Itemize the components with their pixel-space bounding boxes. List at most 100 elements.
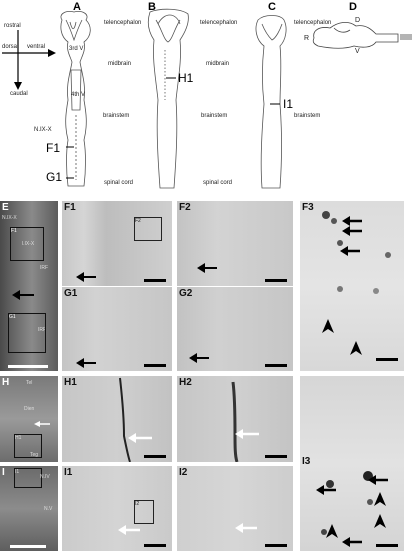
photo-panel-e: E N.IX-X l.IX-X IRF IRF F1 G1 [0,201,58,371]
compass-dorsal: dorsal [2,44,19,50]
brain-outline-a [60,11,91,187]
panel-label-h2: H2 [179,377,192,388]
h1-midline-arrow [119,377,152,462]
h-label-2: Dien [24,406,35,412]
photo-panel-h1: H1 [62,376,172,462]
panel-label-i1: I1 [64,467,73,478]
g1-scale-bar [144,364,166,367]
photo-panel-h2: H2 [177,376,293,462]
i-label-2: N.V [44,506,53,512]
b-marker-h1: H1 [178,71,194,85]
i-label-1: N.IV [40,474,50,480]
e-inset-g1 [8,313,46,353]
b-brainstem: brainstem [201,113,228,119]
e-label-1: l.IX-X [22,241,35,247]
photo-panel-g1: G1 [62,287,172,371]
i2-scale-bar [265,544,287,547]
compass-rostral: rostral [4,23,21,29]
panel-label-f1: F1 [64,202,76,213]
h2-scale-bar [265,455,287,458]
panel-label-d: D [349,1,357,13]
panel-label-g2: G2 [179,288,193,299]
c-brainstem: brainstem [294,113,321,119]
panel-label-f2: F2 [179,202,191,213]
d-dorsal: D [355,17,361,24]
i2-arrow [235,523,257,533]
f3-scale-bar [376,358,398,361]
e-label-2: IRF [40,265,49,271]
a-third-ventricle: 3rd V [69,46,84,52]
a-spinal-cord: spinal cord [104,180,134,186]
a-telencephalon: telencephalon [104,20,142,26]
i3-arrows [316,471,388,547]
c-marker-i1: I1 [283,97,294,111]
b-telencephalon: telencephalon [200,20,238,26]
h-label-3: Teg [30,452,39,458]
panel-label-i: I [2,467,5,478]
panel-label-e: E [2,202,9,213]
e-scale-bar [8,365,48,368]
i-inset-label: I1 [15,469,20,475]
compass-caudal: caudal [10,91,28,97]
compass-ventral: ventral [27,44,46,50]
g2-scale-bar [265,364,287,367]
f2-arrow [197,263,217,273]
e-arrow [12,290,34,300]
panel-label-b: B [148,1,156,13]
a-brainstem: brainstem [103,113,130,119]
i1-inset-i2 [134,500,154,524]
brain-outline-c [255,15,287,189]
i1-inset-label: I2 [135,501,140,507]
panel-label-i3: I3 [302,456,311,467]
i1-arrow [118,525,140,535]
h1-scale-bar [144,455,166,458]
photo-panel-f1: F1 F2 [62,201,172,286]
b-spinal-cord: spinal cord [203,180,233,186]
schematic-drawings [2,8,412,189]
i-inset-i1 [14,468,42,488]
panel-label-h: H [2,377,10,388]
h-inset-h1 [14,434,42,458]
panel-label-a: A [73,1,81,13]
h2-midline-arrow [231,381,259,462]
lateral-brain-outline-d [312,22,412,49]
f1-scale-bar [144,279,166,282]
panel-label-g1: G1 [64,288,78,299]
g2-arrow [189,353,209,363]
photo-panel-i: I I1 N.IV N.V [0,466,58,551]
i-scale-bar [10,545,46,548]
a-midbrain: midbrain [108,61,132,67]
c-telencephalon: telencephalon [294,20,332,26]
f3-arrows [322,211,391,355]
d-rostral: R [304,35,310,42]
photo-panel-f2: F2 [177,201,293,286]
a-nerve-ix-x: N.IX-X [34,127,52,133]
e-inset-f1 [10,227,44,261]
h-label-1: Tel [26,380,33,386]
photo-panel-g2: G2 [177,287,293,371]
a-marker-g1: G1 [46,170,63,184]
panel-label-i2: I2 [179,467,188,478]
i3-scale-bar [376,544,398,547]
photo-panel-i1: I1 I2 [62,466,172,551]
g1-arrow [76,358,96,368]
photo-panel-f3: F3 [300,201,404,371]
e-label-nerve: N.IX-X [2,215,17,221]
h-arrow [34,421,50,427]
photo-panel-h: H Tel Dien H1 Teg [0,376,58,462]
orientation-compass [2,30,56,90]
panel-label-f3: F3 [302,202,314,213]
e-inset-f1-label: F1 [11,228,17,234]
photo-panel-i2: I2 [177,466,293,551]
e-label-3: IRF [38,327,47,333]
photo-panel-i3: I3 [300,376,404,551]
e-inset-g1-label: G1 [9,314,16,320]
f1-arrow [76,272,96,282]
h-inset-label: H1 [15,435,22,441]
d-ventral: V [355,48,360,55]
panel-label-c: C [268,1,276,13]
f2-scale-bar [265,279,287,282]
f1-inset-label: F2 [135,218,141,224]
f1-inset-f2 [134,217,162,241]
panel-label-h1: H1 [64,377,77,388]
